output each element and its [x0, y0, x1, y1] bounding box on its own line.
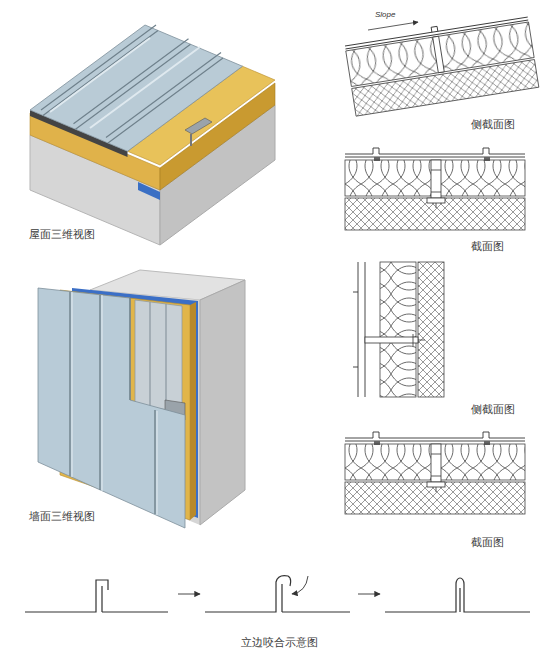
figure-caption: 截面图	[470, 536, 505, 549]
concrete-side	[200, 280, 245, 525]
wall-seam-highlight	[72, 292, 157, 515]
wall-3d-view	[38, 270, 245, 528]
metal-sheet	[345, 148, 525, 157]
concrete-hatch	[345, 198, 525, 230]
wall-side-section	[353, 262, 444, 397]
bracket	[431, 160, 441, 202]
clip	[433, 36, 445, 72]
step-arrow	[178, 594, 200, 595]
step-arrow	[358, 594, 380, 595]
concrete-hatch	[418, 262, 444, 397]
screw	[413, 334, 425, 346]
metal-panel	[30, 25, 243, 151]
roof-3d-view	[30, 25, 275, 245]
roof-clip-base	[190, 134, 192, 146]
bracket	[365, 337, 418, 343]
inner-panel	[135, 300, 182, 412]
insulation	[380, 262, 416, 397]
figure-caption: 屋面三维视图	[28, 228, 96, 241]
wall-section	[345, 432, 525, 514]
metal-sheet	[353, 262, 365, 397]
panel-highlight	[50, 38, 200, 128]
figure-caption: 截面图	[470, 240, 505, 253]
concrete-hatch	[352, 60, 539, 117]
insulation-edge	[190, 302, 196, 520]
seam-profile-2	[205, 576, 350, 612]
wall-seams	[70, 292, 155, 514]
seam-sequence	[25, 576, 530, 612]
bracket-foot	[427, 198, 445, 203]
roof-side-section	[344, 12, 539, 116]
figure-caption: 立边咬合示意图	[240, 636, 319, 649]
roof-clip	[185, 118, 212, 134]
slope-arrow	[368, 22, 418, 30]
wall-panel	[38, 288, 185, 528]
seam	[41, 25, 158, 116]
figure-caption: 侧截面图	[470, 403, 516, 416]
seam-profile-1	[25, 580, 168, 612]
standing-seams	[41, 25, 223, 143]
seam	[106, 53, 223, 144]
seam-profile-3	[385, 578, 530, 612]
roof-section	[345, 148, 525, 230]
fold-arrow	[292, 576, 308, 594]
inner-panel-ribs	[150, 302, 166, 410]
figure-caption: 侧截面图	[470, 118, 516, 131]
figure-caption: 墙面三维视图	[28, 510, 96, 523]
slope-label: Slope	[374, 10, 396, 20]
